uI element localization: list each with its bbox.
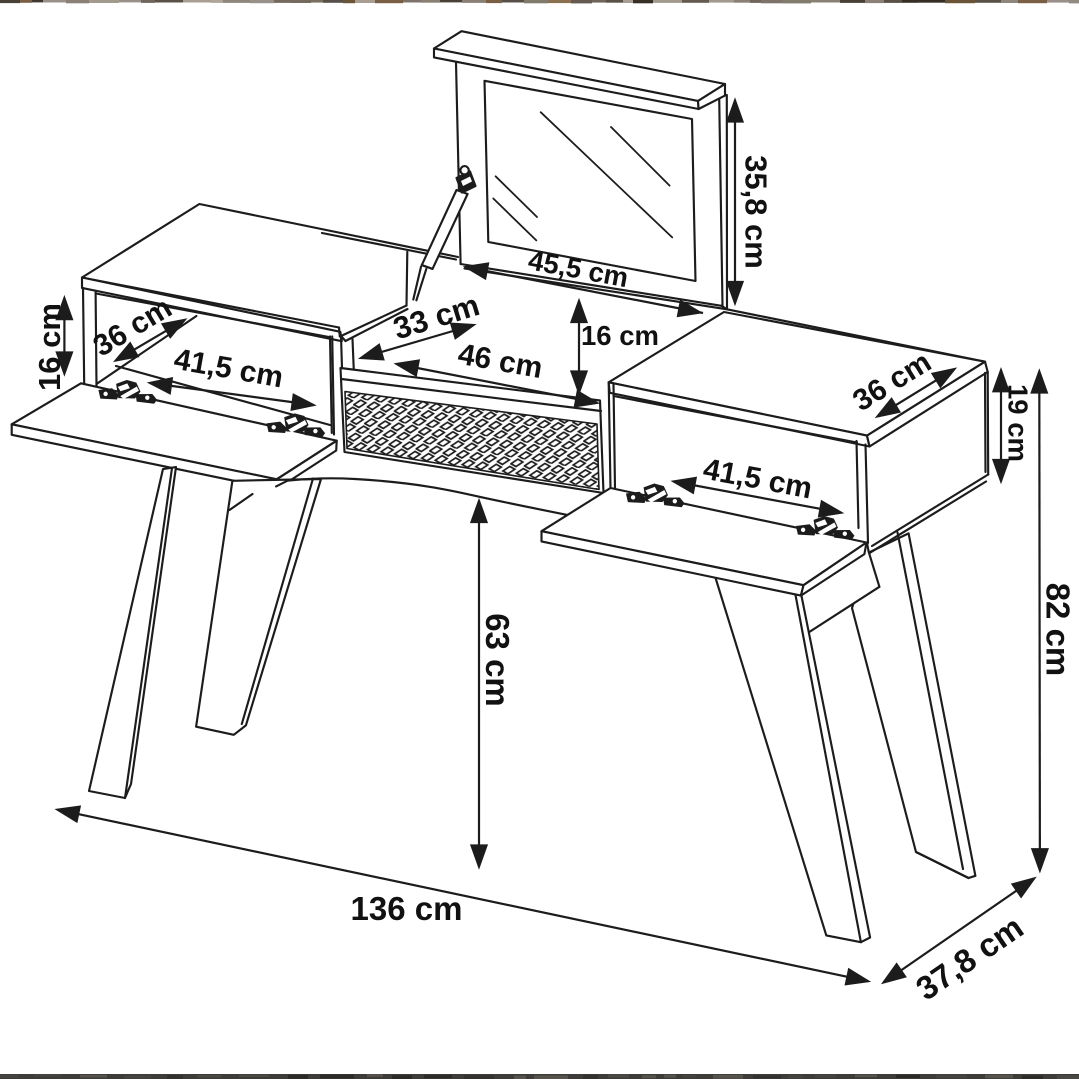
svg-text:16 cm: 16 cm — [32, 303, 67, 391]
svg-text:19 cm: 19 cm — [1003, 384, 1034, 462]
svg-text:63 cm: 63 cm — [479, 613, 516, 707]
svg-text:82 cm: 82 cm — [1039, 583, 1076, 677]
svg-text:136 cm: 136 cm — [351, 890, 463, 927]
svg-text:16 cm: 16 cm — [581, 320, 659, 351]
svg-text:35,8 cm: 35,8 cm — [738, 155, 773, 269]
